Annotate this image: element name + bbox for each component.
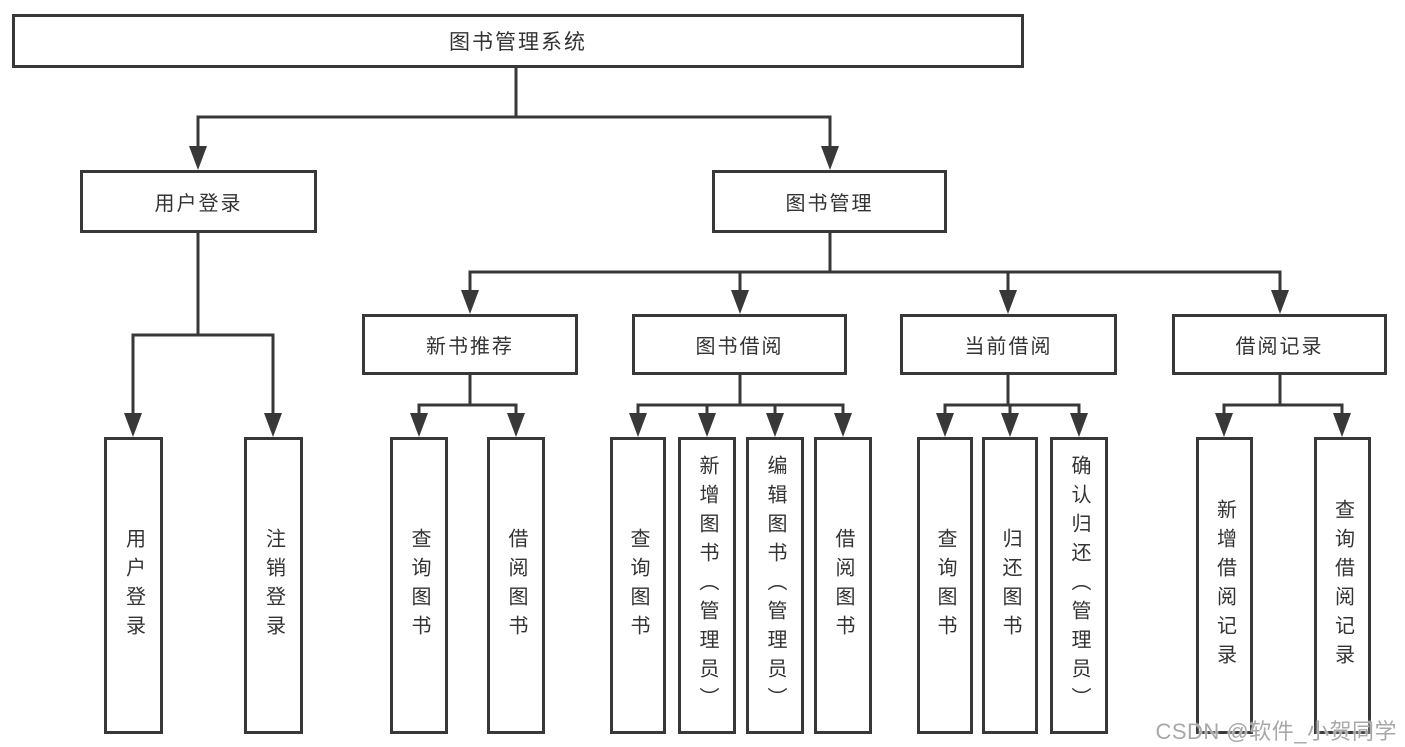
arrow-down-icon (1271, 290, 1289, 314)
connector-records-to-leaves (1215, 375, 1351, 437)
arrow-down-icon (410, 413, 428, 437)
leaf-borrow-borrow-books: 借阅图书 (814, 437, 872, 734)
leaf-records-query-record: 查询借阅记录 (1314, 437, 1371, 734)
csdn-watermark: CSDN @软件_小贺同学 (1155, 719, 1397, 744)
arrow-down-icon (936, 413, 954, 437)
node-user-login: 用户登录 (80, 170, 317, 233)
arrow-down-icon (698, 413, 716, 437)
leaf-label: 借阅图书 (832, 527, 854, 644)
arrow-down-icon (629, 413, 647, 437)
connector-bookmgmt-to-level3 (461, 233, 1289, 314)
leaf-label: 新增图书（管理员） (696, 455, 718, 716)
connector-borrow-to-leaves (629, 375, 852, 437)
leaf-label: 编辑图书（管理员） (764, 455, 786, 716)
leaf-label: 确认归还（管理员） (1068, 455, 1090, 716)
leaf-records-add-record: 新增借阅记录 (1196, 437, 1253, 734)
node-book-borrow: 图书借阅 (632, 314, 847, 375)
leaf-current-query-books: 查询图书 (917, 437, 973, 734)
arrow-down-icon (821, 146, 839, 170)
connector-login-to-leaves (124, 233, 282, 437)
arrow-down-icon (731, 290, 749, 314)
leaf-label: 借阅图书 (505, 527, 527, 644)
leaf-label: 查询图书 (627, 527, 649, 644)
leaf-label: 查询图书 (934, 527, 956, 644)
arrow-down-icon (507, 413, 525, 437)
arrow-down-icon (999, 290, 1017, 314)
leaf-recommend-query-books: 查询图书 (390, 437, 448, 734)
leaf-user-login: 用户登录 (104, 437, 163, 734)
node-book-management: 图书管理 (712, 170, 947, 233)
node-new-book-recommend: 新书推荐 (362, 314, 578, 375)
leaf-label: 用户登录 (122, 527, 145, 644)
arrow-down-icon (461, 290, 479, 314)
node-current-borrow: 当前借阅 (900, 314, 1117, 375)
arrow-down-icon (834, 413, 852, 437)
leaf-recommend-borrow-books: 借阅图书 (487, 437, 545, 734)
arrow-down-icon (766, 413, 784, 437)
arrow-down-icon (189, 146, 207, 170)
node-borrow-records: 借阅记录 (1172, 314, 1387, 375)
leaf-borrow-query-books: 查询图书 (610, 437, 666, 734)
arrow-down-icon (124, 413, 142, 437)
connector-recommend-to-leaves (410, 375, 525, 437)
leaf-current-return-books: 归还图书 (982, 437, 1038, 734)
arrow-down-icon (1070, 413, 1088, 437)
leaf-borrow-add-books-admin: 新增图书（管理员） (678, 437, 736, 734)
leaf-label: 归还图书 (999, 527, 1021, 644)
leaf-current-confirm-return-admin: 确认归还（管理员） (1050, 437, 1108, 734)
node-root-system: 图书管理系统 (12, 14, 1024, 68)
arrow-down-icon (1215, 413, 1233, 437)
leaf-borrow-edit-books-admin: 编辑图书（管理员） (746, 437, 804, 734)
arrow-down-icon (1333, 413, 1351, 437)
arrow-down-icon (264, 413, 282, 437)
connector-root-to-level2 (189, 68, 839, 170)
connector-current-to-leaves (936, 375, 1088, 437)
leaf-logout: 注销登录 (244, 437, 303, 734)
arrow-down-icon (1001, 413, 1019, 437)
leaf-label: 注销登录 (262, 527, 285, 644)
leaf-label: 查询借阅记录 (1331, 498, 1354, 673)
leaf-label: 新增借阅记录 (1213, 498, 1236, 673)
leaf-label: 查询图书 (408, 527, 430, 644)
